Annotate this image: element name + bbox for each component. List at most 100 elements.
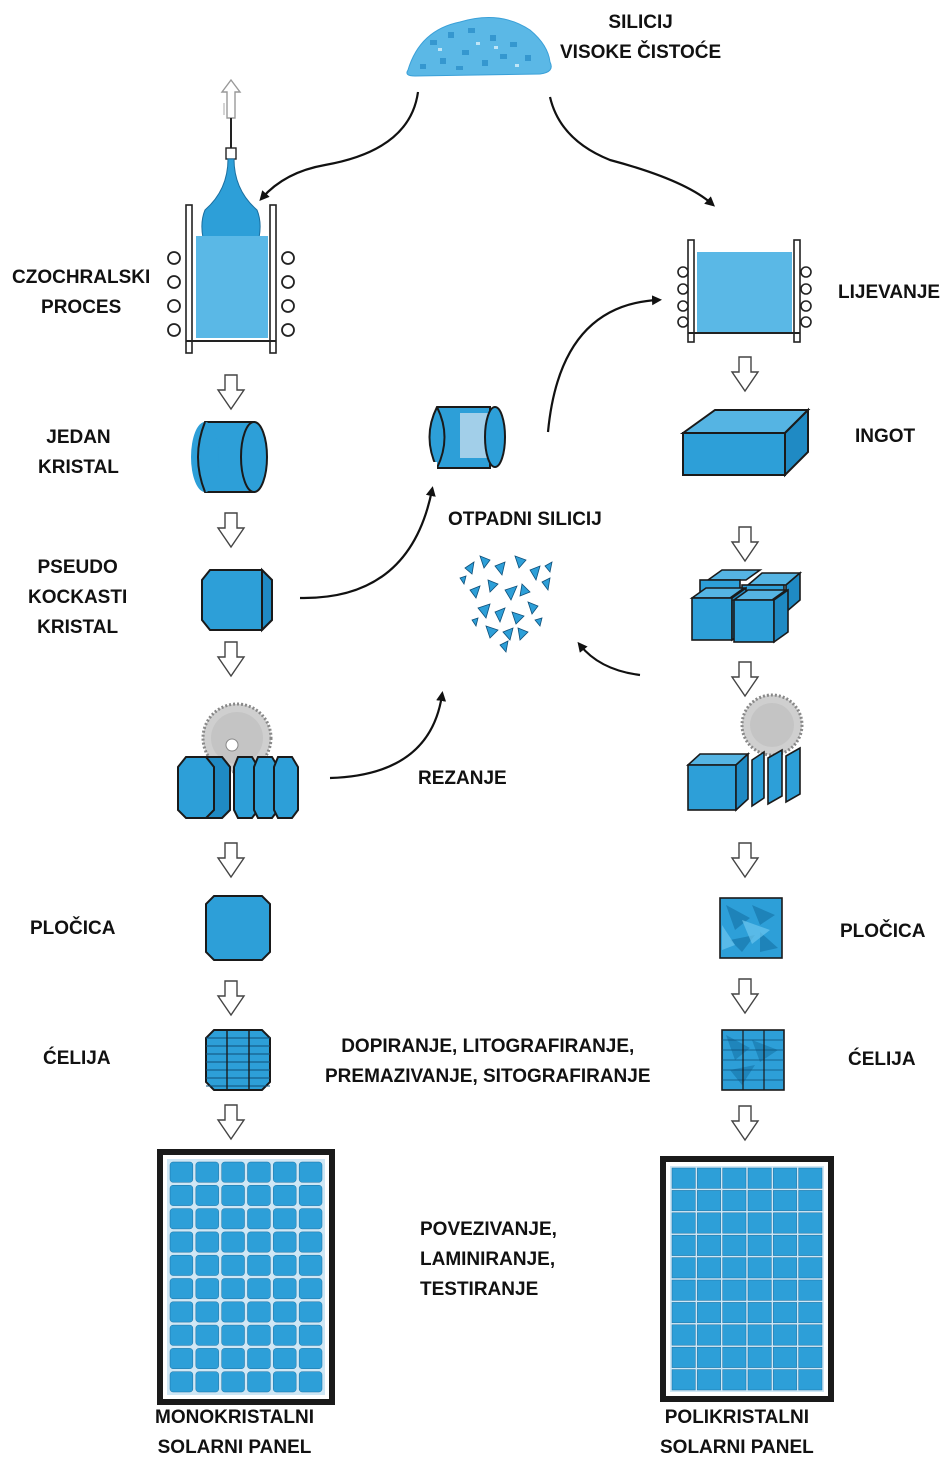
panel-cell — [195, 1371, 219, 1393]
panel-cell — [221, 1324, 245, 1346]
panel-cell — [773, 1346, 797, 1368]
flow-arrows — [259, 91, 715, 780]
panel-cell — [671, 1302, 696, 1324]
panel-cell — [169, 1231, 194, 1253]
mono-wafer-label: PLOČICA — [30, 918, 116, 939]
panel-cell — [221, 1348, 245, 1369]
panel-cell — [195, 1348, 219, 1369]
panel-cell — [722, 1369, 747, 1391]
waste-silicon-icon — [459, 555, 553, 653]
panel-cell — [247, 1348, 271, 1369]
panel-cell — [773, 1324, 797, 1346]
panel-cell — [722, 1346, 747, 1368]
panel-cell — [798, 1302, 823, 1324]
panel-cell — [273, 1371, 297, 1393]
panel-cell — [169, 1161, 194, 1183]
panel-cell — [247, 1254, 271, 1276]
panel-cell — [722, 1234, 747, 1256]
ingot-label: INGOT — [855, 426, 916, 447]
panel-cell — [273, 1161, 297, 1183]
panel-cell — [722, 1212, 747, 1234]
panel-cell — [221, 1185, 245, 1206]
poly-wafer-icon — [719, 897, 783, 959]
panel-cell — [221, 1161, 245, 1183]
panel-cell — [798, 1346, 823, 1368]
panel-cell — [747, 1212, 772, 1234]
panel-cell — [169, 1208, 194, 1230]
pseudo-square-crystal-icon — [201, 567, 273, 633]
panel-cell — [298, 1161, 323, 1183]
panel-cell — [747, 1346, 772, 1368]
panel-cell — [273, 1301, 297, 1323]
panel-cell — [798, 1324, 823, 1346]
mono-wafer-icon — [205, 895, 271, 961]
panel-cell — [671, 1324, 696, 1346]
panel-cell — [273, 1324, 297, 1346]
panel-cell — [722, 1302, 747, 1324]
panel-cell — [697, 1234, 721, 1256]
panel-cell — [169, 1278, 194, 1300]
casting-label: LIJEVANJE — [838, 282, 941, 303]
step-arrows — [216, 356, 760, 1142]
panel-steps-label: POVEZIVANJE,LAMINIRANJE,TESTIRANJE — [420, 1219, 557, 1300]
panel-cell — [195, 1254, 219, 1276]
panel-cell — [747, 1167, 772, 1189]
panel-cell — [798, 1234, 823, 1256]
panel-cell — [747, 1190, 772, 1212]
panel-cell — [247, 1185, 271, 1206]
panel-cell — [697, 1190, 721, 1212]
cell-steps-label: DOPIRANJE, LITOGRAFIRANJE,PREMAZIVANJE, … — [325, 1036, 651, 1087]
casting-furnace-icon — [677, 239, 812, 343]
panel-cell — [722, 1167, 747, 1189]
panel-cell — [298, 1348, 323, 1369]
panel-cell — [169, 1254, 194, 1276]
panel-cell — [298, 1278, 323, 1300]
panel-cell — [773, 1369, 797, 1391]
panel-cell — [773, 1279, 797, 1301]
panel-cell — [247, 1208, 271, 1230]
panel-cell — [671, 1346, 696, 1368]
panel-cell — [195, 1208, 219, 1230]
recycled-crystal-icon — [428, 385, 506, 480]
panel-cell — [773, 1234, 797, 1256]
panel-cell — [798, 1212, 823, 1234]
panel-cell — [298, 1324, 323, 1346]
panel-cell — [298, 1185, 323, 1206]
panel-cell — [697, 1257, 721, 1279]
panel-cell — [747, 1369, 772, 1391]
panel-cell — [671, 1167, 696, 1189]
panel-cell — [195, 1161, 219, 1183]
panel-cell — [747, 1302, 772, 1324]
panel-cell — [747, 1324, 772, 1346]
panel-cell — [169, 1324, 194, 1346]
poly-wafer-label: PLOČICA — [840, 921, 926, 942]
panel-cell — [195, 1301, 219, 1323]
single-crystal-icon — [191, 421, 268, 493]
panel-cell — [273, 1185, 297, 1206]
panel-cell — [169, 1371, 194, 1393]
panel-cell — [697, 1212, 721, 1234]
panel-cell — [298, 1254, 323, 1276]
panel-cell — [773, 1167, 797, 1189]
panel-cell — [195, 1185, 219, 1206]
panel-cell — [195, 1231, 219, 1253]
poly-slicing-icon — [685, 693, 804, 812]
panel-cell — [697, 1302, 721, 1324]
panel-cell — [273, 1231, 297, 1253]
ingot-icon — [679, 407, 811, 478]
poly-cell-icon — [721, 1029, 785, 1091]
panel-cell — [221, 1278, 245, 1300]
mono-panel-icon — [157, 1149, 335, 1405]
panel-cell — [747, 1279, 772, 1301]
mono-cell-label: ĆELIJA — [43, 1048, 111, 1069]
silicon-pile-icon — [406, 17, 552, 77]
panel-cell — [298, 1231, 323, 1253]
panel-cell — [798, 1369, 823, 1391]
panel-cell — [195, 1324, 219, 1346]
panel-cell — [697, 1279, 721, 1301]
waste-silicon-label: OTPADNI SILICIJ — [448, 509, 602, 530]
panel-cell — [195, 1278, 219, 1300]
